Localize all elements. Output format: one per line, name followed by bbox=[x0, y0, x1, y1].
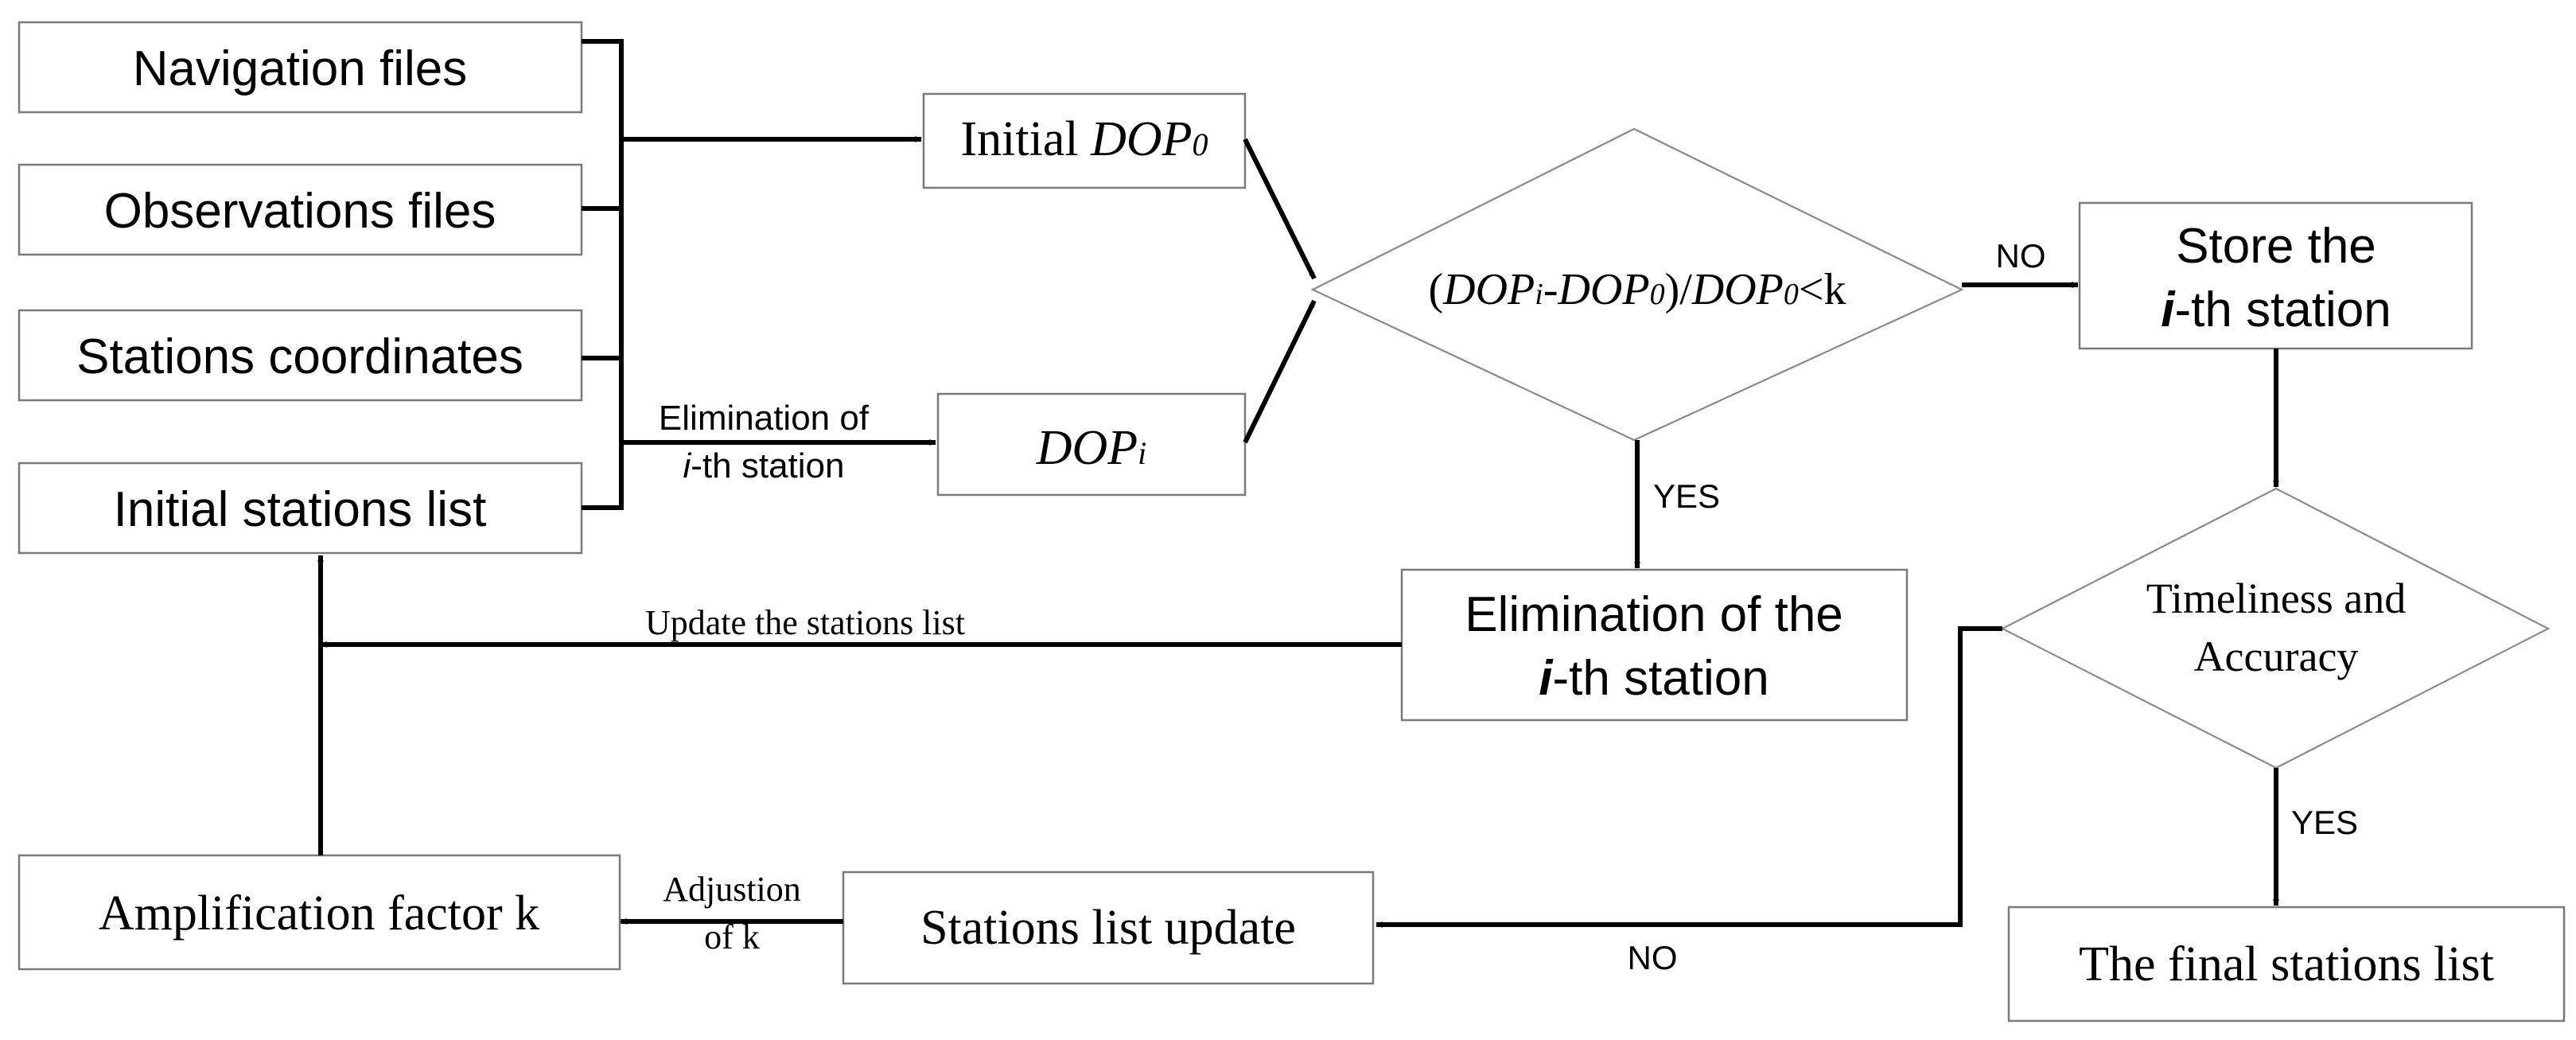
store-station-node: Store the i-th station bbox=[2078, 201, 2473, 350]
initial-dop0-node: Initial DOP0 bbox=[922, 92, 1247, 189]
final-stations-list-label: The final stations list bbox=[2079, 937, 2494, 991]
initial-stations-list-label: Initial stations list bbox=[114, 482, 487, 537]
elimination-line1: Elimination of the bbox=[1465, 587, 1843, 642]
adjustion-label-line1: Adjustion bbox=[663, 870, 801, 909]
condition-diamond-node: (DOPi-DOP0)/DOP0<k bbox=[1310, 127, 1964, 442]
amplification-factor-label: Amplification factor k bbox=[99, 886, 539, 941]
stations-coordinates-node: Stations coordinates bbox=[18, 309, 583, 402]
adjustion-label-line2: of k bbox=[704, 917, 760, 956]
arrow-dopi-to-condition bbox=[1243, 299, 1317, 444]
timeliness-line2: Accuracy bbox=[2194, 633, 2359, 680]
observations-files-node: Observations files bbox=[18, 163, 583, 256]
stations-coordinates-label: Stations coordinates bbox=[76, 329, 523, 384]
elimination-edge-label-line2: i-th station bbox=[683, 446, 845, 485]
navigation-files-node: Navigation files bbox=[18, 21, 583, 114]
observations-files-label: Observations files bbox=[104, 184, 496, 239]
arrow-dop0-to-condition bbox=[1243, 138, 1317, 280]
input-bracket bbox=[582, 39, 624, 510]
store-line2: i-th station bbox=[2161, 282, 2391, 337]
elimination-edge-label-line1: Elimination of bbox=[659, 399, 870, 438]
initial-stations-list-node: Initial stations list bbox=[18, 462, 583, 555]
yes-label-mid: YES bbox=[1653, 477, 1720, 515]
update-stations-list-label: Update the stations list bbox=[645, 603, 965, 642]
stations-list-update-label: Stations list update bbox=[920, 901, 1296, 955]
navigation-files-label: Navigation files bbox=[133, 41, 467, 96]
initial-dop0-label: Initial DOP0 bbox=[961, 112, 1208, 166]
stations-list-update-node: Stations list update bbox=[842, 871, 1375, 985]
condition-label: (DOPi-DOP0)/DOP0<k bbox=[1429, 265, 1846, 314]
no-label-top: NO bbox=[1996, 237, 2046, 275]
dopi-node: DOPi bbox=[936, 392, 1247, 497]
timeliness-line1: Timeliness and bbox=[2146, 575, 2407, 622]
elimination-line2: i-th station bbox=[1539, 651, 1769, 706]
yes-label-right: YES bbox=[2291, 804, 2358, 841]
elimination-node: Elimination of the i-th station bbox=[1400, 568, 1909, 722]
arrow-no-to-list-update bbox=[1376, 626, 2002, 928]
no-label-bottom: NO bbox=[1628, 939, 1678, 976]
amplification-factor-node: Amplification factor k bbox=[18, 854, 621, 971]
store-line1: Store the bbox=[2176, 219, 2376, 274]
final-stations-list-node: The final stations list bbox=[2007, 906, 2566, 1022]
timeliness-diamond-node: Timeliness and Accuracy bbox=[2000, 487, 2551, 769]
dopi-label: DOPi bbox=[1036, 421, 1147, 475]
